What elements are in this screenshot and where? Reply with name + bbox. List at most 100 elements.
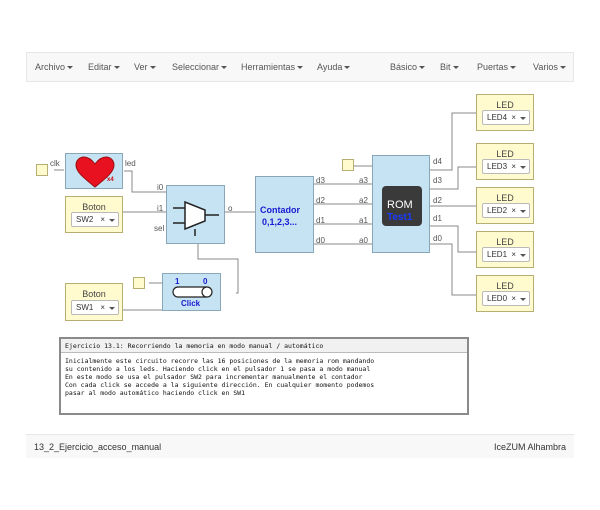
chevron-down-icon[interactable]	[109, 307, 115, 310]
menu-editar[interactable]: Editar	[88, 62, 120, 72]
menu-basico[interactable]: Básico	[390, 62, 426, 72]
chevron-down-icon[interactable]	[520, 210, 526, 213]
boton-sw2-title: Boton	[82, 202, 106, 212]
led-select[interactable]: LED3 ×	[482, 159, 530, 174]
toggle-block[interactable]: 1 0 Click	[162, 273, 221, 311]
info-body: Inicialmente este circuito recorre las 1…	[61, 353, 467, 401]
counter-d0: d0	[316, 236, 325, 245]
info-line: Con cada click se accede a la siguiente …	[65, 381, 375, 389]
project-name: 13_2_Ejercicio_acceso_manual	[34, 442, 162, 452]
counter-d1: d1	[316, 216, 325, 225]
boton-sw2-value: SW2	[76, 215, 94, 224]
clear-icon[interactable]: ×	[100, 215, 105, 224]
rom-a0: a0	[359, 236, 368, 245]
menu-seleccionar[interactable]: Seleccionar	[172, 62, 228, 72]
rom-input-square[interactable]	[342, 159, 354, 171]
menu-bit[interactable]: Bit	[440, 62, 459, 72]
led-select[interactable]: LED0 ×	[482, 291, 530, 306]
caret-down-icon	[149, 66, 156, 70]
rom-d3: d3	[433, 176, 442, 185]
menu-ver-label: Ver	[134, 62, 148, 72]
footer-bar: 13_2_Ejercicio_acceso_manual IceZUM Alha…	[26, 434, 574, 458]
boton-sw1[interactable]: Boton SW1 ×	[65, 283, 123, 321]
led-block-3[interactable]: LED LED3 ×	[476, 143, 534, 180]
led-title: LED	[496, 193, 514, 203]
caret-down-icon	[452, 66, 459, 70]
toggle-input-square[interactable]	[133, 277, 145, 289]
clear-icon[interactable]: ×	[511, 294, 516, 303]
clear-icon[interactable]: ×	[511, 162, 516, 171]
led-value: LED3	[487, 162, 508, 171]
counter-block[interactable]: Contador 0,1,2,3...	[255, 176, 314, 253]
menu-puertas[interactable]: Puertas	[477, 62, 517, 72]
rom-d0: d0	[433, 234, 442, 243]
chevron-down-icon[interactable]	[520, 254, 526, 257]
rom-d4: d4	[433, 157, 442, 166]
led-select[interactable]: LED4 ×	[482, 110, 530, 125]
menu-ayuda-label: Ayuda	[317, 62, 343, 72]
led-block-1[interactable]: LED LED1 ×	[476, 231, 534, 268]
led-block-0[interactable]: LED LED0 ×	[476, 275, 534, 312]
chevron-down-icon[interactable]	[520, 117, 526, 120]
menu-ver[interactable]: Ver	[134, 62, 156, 72]
info-box[interactable]: Ejercicio 13.1: Recorriendo la memoria e…	[59, 337, 469, 415]
caret-down-icon	[67, 66, 74, 70]
menu-bit-label: Bit	[440, 62, 451, 72]
clear-icon[interactable]: ×	[511, 113, 516, 122]
mux-out-label: o	[228, 204, 233, 213]
led-select[interactable]: LED1 ×	[482, 247, 530, 262]
rom-d1: d1	[433, 214, 442, 223]
menu-varios[interactable]: Varios	[533, 62, 566, 72]
boton-sw2[interactable]: Boton SW2 ×	[65, 196, 123, 233]
rom-a1: a1	[359, 216, 368, 225]
mux-gate-icon	[173, 200, 219, 236]
caret-down-icon	[344, 66, 351, 70]
board-name[interactable]: IceZUM Alhambra	[493, 442, 566, 452]
led-select[interactable]: LED2 ×	[482, 203, 530, 218]
menu-puertas-label: Puertas	[477, 62, 509, 72]
menu-varios-label: Varios	[533, 62, 558, 72]
caret-down-icon	[221, 66, 228, 70]
boton-sw1-value: SW1	[76, 303, 94, 312]
toggle-click-label: Click	[181, 299, 201, 308]
info-line: Inicialmente este circuito recorre las 1…	[65, 357, 375, 365]
led-title: LED	[496, 237, 514, 247]
mux-i0-label: i0	[157, 183, 164, 192]
toggle-one: 1	[175, 277, 180, 286]
clear-icon[interactable]: ×	[100, 303, 105, 312]
counter-d2: d2	[316, 196, 325, 205]
menu-archivo[interactable]: Archivo	[35, 62, 74, 72]
mux-block[interactable]	[166, 185, 225, 244]
caret-down-icon	[559, 66, 566, 70]
wire-d3-led3	[430, 166, 476, 190]
clk-label: clk	[50, 159, 60, 168]
counter-subtitle: 0,1,2,3...	[262, 217, 298, 227]
rom-a3: a3	[359, 176, 368, 185]
mux-sel-label: sel	[154, 224, 165, 233]
chevron-down-icon[interactable]	[109, 219, 115, 222]
clear-icon[interactable]: ×	[511, 250, 516, 259]
led-block-2[interactable]: LED LED2 ×	[476, 187, 534, 224]
toggle-switch-icon	[172, 286, 213, 298]
menu-herramientas[interactable]: Herramientas	[241, 62, 304, 72]
heart-block[interactable]: x4	[65, 153, 123, 189]
rom-d2: d2	[433, 196, 442, 205]
wires	[54, 112, 476, 311]
boton-sw1-select[interactable]: SW1 ×	[71, 300, 119, 315]
menu-bar: Archivo Editar Ver Seleccionar Herramien…	[26, 52, 574, 82]
counter-title: Contador	[260, 205, 300, 215]
rom-block[interactable]: ROM Test1	[372, 155, 430, 253]
wire-led-i0	[124, 170, 166, 193]
chevron-down-icon[interactable]	[520, 298, 526, 301]
menu-herramientas-label: Herramientas	[241, 62, 296, 72]
clk-input-square[interactable]	[36, 164, 48, 176]
caret-down-icon	[113, 66, 120, 70]
chevron-down-icon[interactable]	[520, 166, 526, 169]
rom-chip-icon	[382, 186, 422, 226]
boton-sw1-title: Boton	[82, 289, 106, 299]
led-title: LED	[496, 100, 514, 110]
boton-sw2-select[interactable]: SW2 ×	[71, 212, 119, 227]
led-block-4[interactable]: LED LED4 ×	[476, 94, 534, 131]
menu-ayuda[interactable]: Ayuda	[317, 62, 351, 72]
clear-icon[interactable]: ×	[511, 206, 516, 215]
